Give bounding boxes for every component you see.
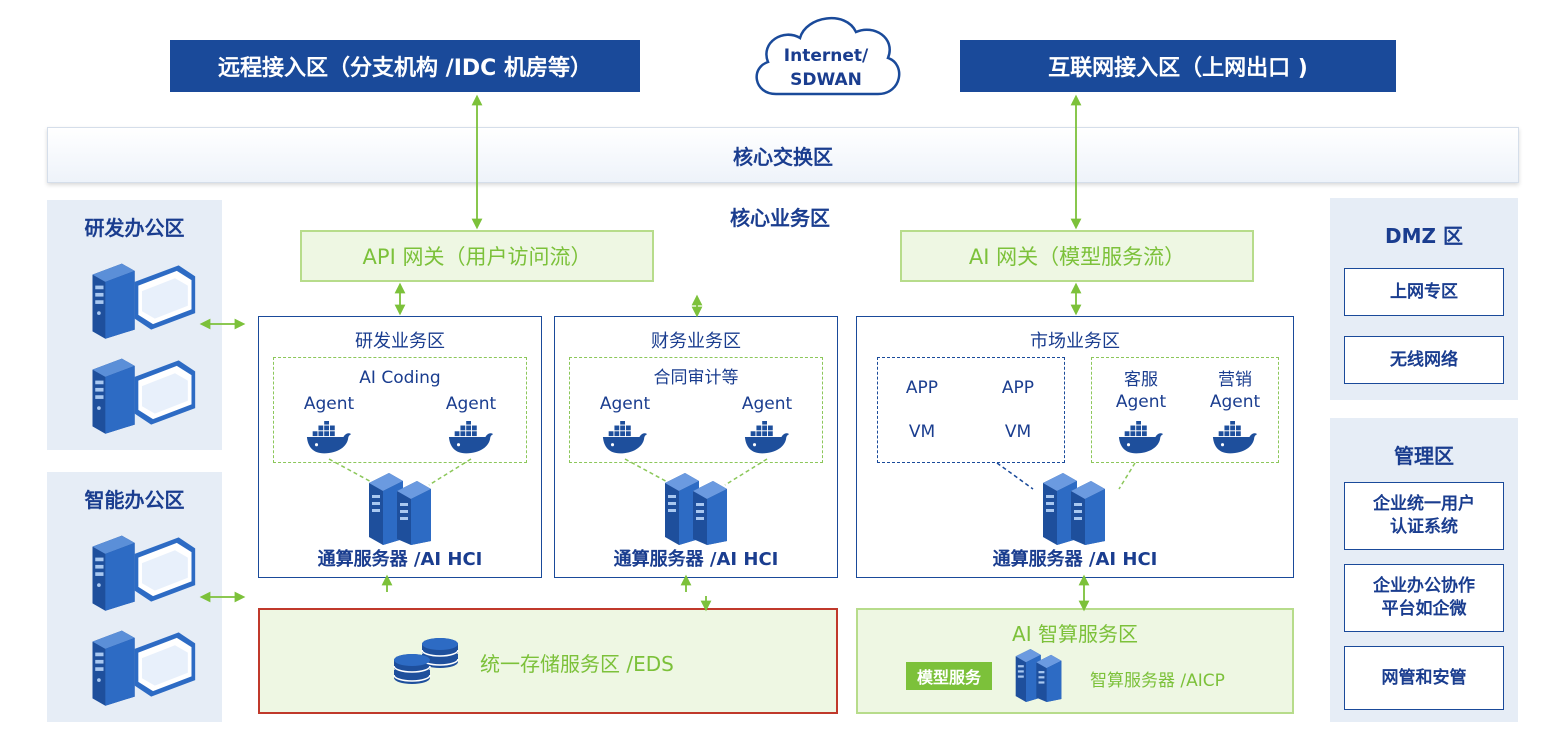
dmz-title: DMZ 区 xyxy=(1385,224,1463,248)
rd-connectors xyxy=(328,458,472,486)
storage-zone: 统一存储服务区 /EDS xyxy=(258,608,838,714)
rd-business-zone: 研发业务区 AI Coding Agent Agent 通算服务器 /AI HC… xyxy=(258,316,542,578)
mk-agent-line2: Agent xyxy=(1209,392,1261,412)
api-gateway: API 网关（用户访问流） xyxy=(300,230,654,282)
rd-server-label: 通算服务器 /AI HCI xyxy=(317,549,483,570)
ai-gateway-label: AI 网关（模型服务流） xyxy=(968,245,1186,269)
rd-office-title: 研发办公区 xyxy=(84,216,185,240)
finance-agent-label: Agent xyxy=(741,394,793,414)
app-vm-group xyxy=(877,357,1065,463)
market-connectors xyxy=(996,462,1136,490)
smart-office-title: 智能办公区 xyxy=(84,488,185,512)
api-gateway-label: API 网关（用户访问流） xyxy=(362,245,592,269)
core-switch-zone: 核心交换区 xyxy=(47,127,1519,183)
app-label: APP xyxy=(1001,378,1035,398)
mgmt-item: 企业统一用户 认证系统 xyxy=(1344,482,1504,550)
ai-gateway: AI 网关（模型服务流） xyxy=(900,230,1254,282)
mk-agent-line1: 营销 xyxy=(1218,370,1252,390)
dmz-item: 上网专区 xyxy=(1344,268,1504,316)
vm-label: VM xyxy=(908,422,936,442)
market-agent-group xyxy=(1091,357,1279,463)
rd-agent-label: Agent xyxy=(303,394,355,414)
mk-agent-label: 营销 Agent xyxy=(1195,369,1275,413)
app-label: APP xyxy=(905,378,939,398)
core-switch-label: 核心交换区 xyxy=(733,144,833,169)
finance-server-label: 通算服务器 /AI HCI xyxy=(613,549,779,570)
dmz-panel: DMZ 区 上网专区 无线网络 xyxy=(1330,198,1518,400)
model-service-badge: 模型服务 xyxy=(906,662,992,690)
mgmt-item: 企业办公协作 平台如企微 xyxy=(1344,564,1504,632)
core-business-title: 核心业务区 xyxy=(730,206,830,230)
cloud-line-2: SDWAN xyxy=(790,70,862,90)
finance-connectors xyxy=(624,458,768,486)
rd-group-label: AI Coding xyxy=(359,368,441,388)
mgmt-title: 管理区 xyxy=(1394,444,1454,468)
ai-compute-server-label: 智算服务器 /AICP xyxy=(1090,671,1225,691)
smart-office-panel: 智能办公区 xyxy=(47,472,222,722)
market-business-zone: 市场业务区 APP APP VM VM 客服 Agent 营销 Agent 通算… xyxy=(856,316,1294,578)
cloud-label: Internet/ SDWAN xyxy=(746,44,906,92)
cs-agent-label: 客服 Agent xyxy=(1101,369,1181,413)
finance-agent-label: Agent xyxy=(599,394,651,414)
remote-access-zone: 远程接入区（分支机构 /IDC 机房等） xyxy=(170,40,640,92)
dmz-item: 无线网络 xyxy=(1344,336,1504,384)
internet-access-label: 互联网接入区（上网出口 ) xyxy=(1048,56,1308,81)
storage-label: 统一存储服务区 /EDS xyxy=(480,652,674,676)
internet-access-zone: 互联网接入区（上网出口 ) xyxy=(960,40,1396,92)
mgmt-panel: 管理区 企业统一用户 认证系统 企业办公协作 平台如企微 网管和安管 xyxy=(1330,418,1518,722)
cs-agent-line1: 客服 xyxy=(1124,370,1158,390)
market-server-label: 通算服务器 /AI HCI xyxy=(992,549,1158,570)
rd-agent-label: Agent xyxy=(445,394,497,414)
finance-agent-group xyxy=(569,357,823,463)
cloud-icon xyxy=(755,17,901,96)
rd-zone-title: 研发业务区 xyxy=(355,331,445,352)
cloud-line-1: Internet/ xyxy=(783,46,869,66)
ai-compute-zone: AI 智算服务区 模型服务 智算服务器 /AICP xyxy=(856,608,1294,714)
finance-business-zone: 财务业务区 合同审计等 Agent Agent 通算服务器 /AI HCI xyxy=(554,316,838,578)
finance-group-label: 合同审计等 xyxy=(653,368,739,388)
market-zone-title: 市场业务区 xyxy=(1030,331,1120,352)
finance-zone-title: 财务业务区 xyxy=(651,331,741,352)
mgmt-item: 网管和安管 xyxy=(1344,646,1504,710)
vm-label: VM xyxy=(1004,422,1032,442)
rd-office-panel: 研发办公区 xyxy=(47,200,222,450)
ai-compute-title: AI 智算服务区 xyxy=(1012,622,1138,646)
rd-agent-group xyxy=(273,357,527,463)
cs-agent-line2: Agent xyxy=(1115,392,1167,412)
remote-access-label: 远程接入区（分支机构 /IDC 机房等） xyxy=(218,56,592,81)
